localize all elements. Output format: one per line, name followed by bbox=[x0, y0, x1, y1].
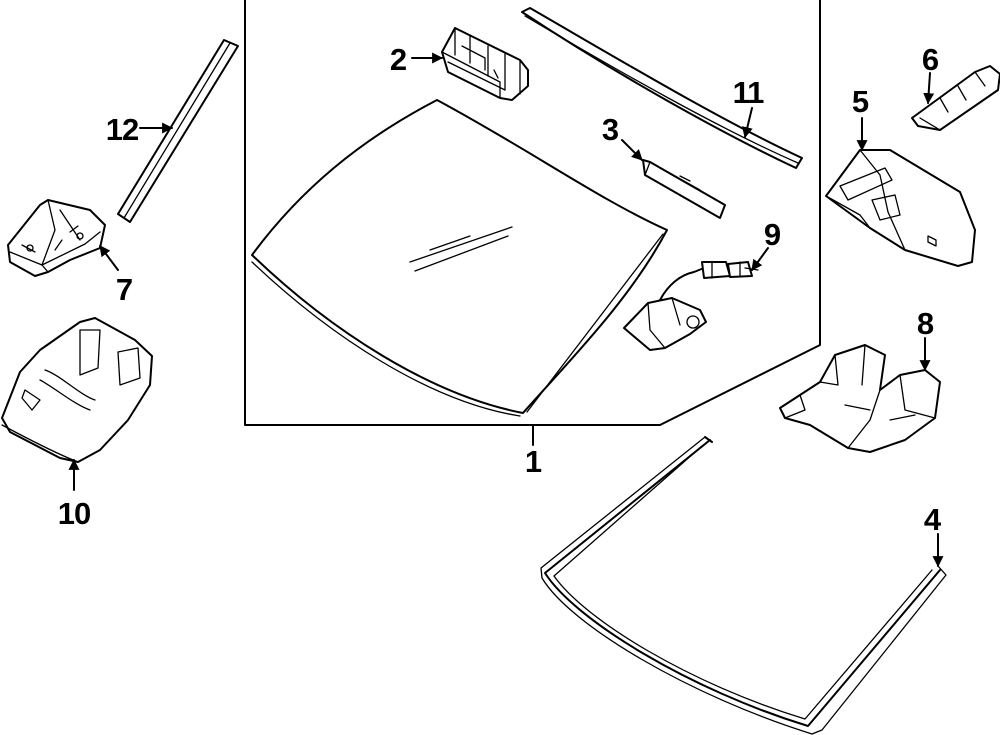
leader-lines bbox=[68, 52, 944, 568]
part-11-molding bbox=[521, 7, 803, 169]
callout-4: 4 bbox=[924, 502, 942, 537]
callout-2: 2 bbox=[390, 42, 406, 77]
part-8-bracket bbox=[779, 344, 941, 453]
callout-3: 3 bbox=[602, 112, 619, 147]
callout-1: 1 bbox=[525, 444, 542, 479]
callout-6: 6 bbox=[922, 42, 939, 77]
callout-5: 5 bbox=[852, 84, 869, 119]
part-4-weatherstrip bbox=[540, 436, 947, 735]
callout-10: 10 bbox=[58, 496, 90, 531]
callout-8: 8 bbox=[917, 306, 934, 341]
callout-11: 11 bbox=[733, 75, 765, 110]
callout-12: 12 bbox=[106, 112, 138, 147]
part-1-windshield-glass bbox=[251, 99, 668, 417]
part-9-sensor-harness bbox=[623, 261, 759, 351]
part-12-molding-strip bbox=[117, 39, 239, 223]
part-5-mirror-housing bbox=[825, 149, 976, 267]
part-2-clip bbox=[441, 27, 529, 101]
part-7-bracket bbox=[7, 199, 106, 277]
part-6-clip bbox=[911, 65, 1000, 131]
part-10-cover bbox=[1, 317, 153, 463]
part-3-strip bbox=[642, 159, 726, 219]
callout-7: 7 bbox=[116, 272, 132, 307]
callout-9: 9 bbox=[764, 217, 781, 252]
assembly-group-outline bbox=[244, 0, 821, 426]
